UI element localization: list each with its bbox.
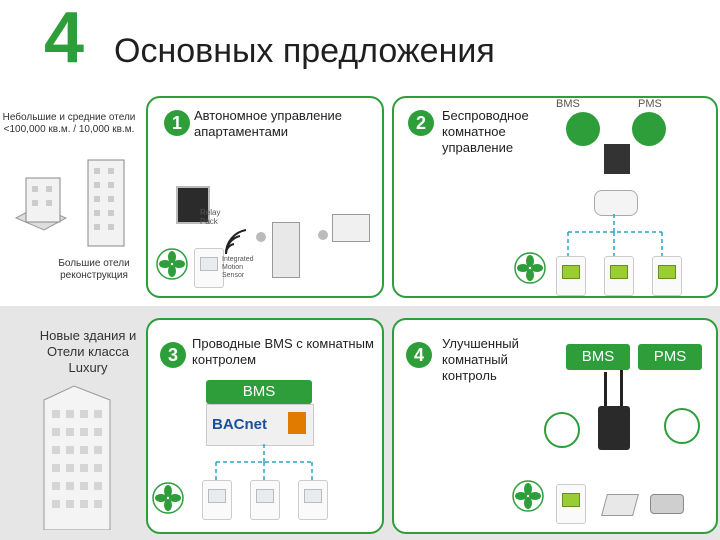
room-thermostat (604, 256, 634, 296)
blind-control-icon (544, 412, 580, 448)
wireless-signal-icon (224, 229, 247, 255)
sensor-dot-icon (318, 230, 328, 240)
sensor-dot-icon (256, 232, 266, 242)
panel-4-text: Улучшенный комнатный контроль (442, 336, 519, 383)
wireless-router-icon (594, 190, 638, 216)
keycard-reader-icon (650, 494, 684, 514)
key-card-icon (601, 494, 639, 516)
slide-title: Основных предложения (114, 32, 495, 70)
pms-label: PMS (638, 98, 662, 110)
fan-coil-icon (152, 482, 184, 514)
gateway-device (604, 144, 630, 174)
room-thermostat (202, 480, 232, 520)
room-thermostat (194, 248, 224, 288)
fan-coil-icon (514, 252, 546, 284)
hotel-buildings-icon (14, 159, 125, 247)
room-thermostat (298, 480, 328, 520)
relay-label: Relay Pack (200, 208, 221, 226)
panel-3-text: Проводные BMS с комнатным контролем (192, 336, 374, 367)
window-icon (332, 214, 370, 242)
room-thermostat (652, 256, 682, 296)
skyscraper-icon (43, 385, 111, 530)
room-thermostat (556, 256, 586, 296)
sensor-label: Integrated Motion Sensor (222, 256, 254, 279)
controller-logo-icon (288, 412, 306, 434)
panel-1-number: 1 (164, 110, 190, 136)
panel-1-text: Автономное управление апартаментами (194, 108, 343, 139)
antenna (620, 370, 623, 406)
bms-button[interactable]: BMS (566, 344, 630, 370)
fan-coil-icon (512, 480, 544, 512)
segment-small-hotels: Небольшие и средние отели <100,000 кв.м.… (2, 112, 136, 135)
wireless-network-lines (567, 214, 663, 258)
room-thermostat (250, 480, 280, 520)
panel-2-text: Беспроводное комнатное управление (442, 108, 529, 155)
room-thermostat (556, 484, 586, 524)
fan-coil-icon (156, 248, 188, 280)
bacnet-logo: BACnet (212, 416, 267, 433)
bms-label: BMS (556, 98, 580, 110)
door-icon (272, 222, 300, 278)
bms-header-box: BMS (206, 380, 312, 404)
lighting-bulb-icon (664, 408, 700, 444)
antenna (604, 372, 607, 406)
pms-button[interactable]: PMS (638, 344, 702, 370)
panel-3-number: 3 (160, 342, 186, 368)
bms-monitor-icon[interactable] (566, 112, 600, 146)
segment-luxury-hotels: Новые здания и Отели класса Luxury (39, 328, 137, 375)
segment-large-hotels: Большие отели реконструкция (58, 258, 130, 281)
panel-4-number: 4 (406, 342, 432, 368)
pms-monitor-icon[interactable] (632, 112, 666, 146)
relay-pack-device (176, 186, 210, 224)
slide-number: 4 (44, 0, 85, 78)
panel-2-number: 2 (408, 110, 434, 136)
room-controller-device (598, 406, 630, 450)
wired-network-lines (215, 444, 313, 480)
